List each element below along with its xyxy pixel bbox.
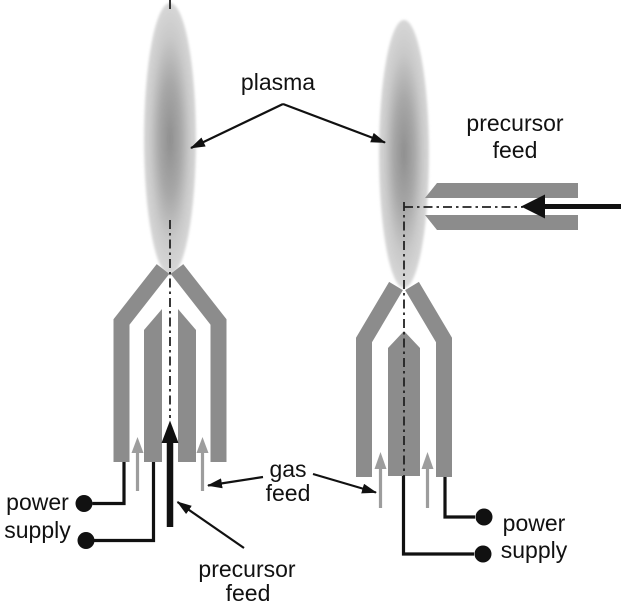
injector-wall-bottom [425,215,578,230]
left-torch-outer-electrode-left [113,264,170,462]
label-gas-feed-line2: feed [266,480,311,506]
gas-arrowhead-icon [421,452,434,469]
right-torch-outer-electrode-left [356,281,403,477]
axial-precursor-arrow-icon [161,420,179,527]
right-torch-gas-arrows [374,452,434,508]
gas-arrowhead-icon [196,437,209,453]
gas-arrowhead-icon [131,437,144,453]
label-power-supply-left-line1: power [6,489,69,515]
labels: plasma precursor feed gas feed power sup… [4,69,567,606]
injector-wall-top [425,183,578,198]
terminal-dot [474,545,492,563]
axial-precursor-arrowhead [161,420,179,443]
label-gas-feed-line1: gas [269,456,306,482]
gas-arrowhead-icon [374,452,387,469]
label-precursor-feed-axial-line2: feed [226,580,271,606]
label-power-supply-right-line2: supply [501,537,568,563]
right-torch-wire-cathode [401,476,474,556]
left-torch-gas-arrows [131,437,209,491]
plasma-plume-right [379,20,429,288]
precursor-injector [404,183,621,230]
label-precursor-feed-injector-line1: precursor [466,110,563,136]
label-power-supply-right-line1: power [503,510,566,536]
label-power-supply-left-line2: supply [4,517,71,543]
terminal-dot [475,508,493,526]
right-torch-wire-anode [443,477,475,519]
left-torch-inner-electrode-left [144,309,162,462]
terminal-dot [75,495,93,512]
precursor-feed-arrow [176,501,245,549]
label-plasma: plasma [241,69,315,95]
injector-arrowhead [521,194,545,219]
plasma-arrow-left [190,103,284,149]
left-torch-wire-anode [92,462,126,506]
left-torch-outer-electrode-right [170,264,227,462]
plasma-arrow-right [282,102,386,144]
annotation-arrows [176,102,386,549]
label-precursor-feed-injector-line2: feed [493,137,538,163]
terminal-dot [77,532,95,549]
right-torch-outer-electrode-right [405,281,452,477]
left-torch-inner-electrode-right [178,309,196,462]
gas-feed-arrow-left [207,475,264,489]
right-plasma-torch [356,20,493,563]
label-precursor-feed-axial-line1: precursor [198,556,295,582]
gas-feed-arrow-right [312,472,377,494]
left-plasma-torch [75,0,227,549]
injector-precursor-arrow-icon [521,194,621,219]
left-torch-wire-cathode [94,462,156,543]
plasma-plume-left [144,3,196,275]
